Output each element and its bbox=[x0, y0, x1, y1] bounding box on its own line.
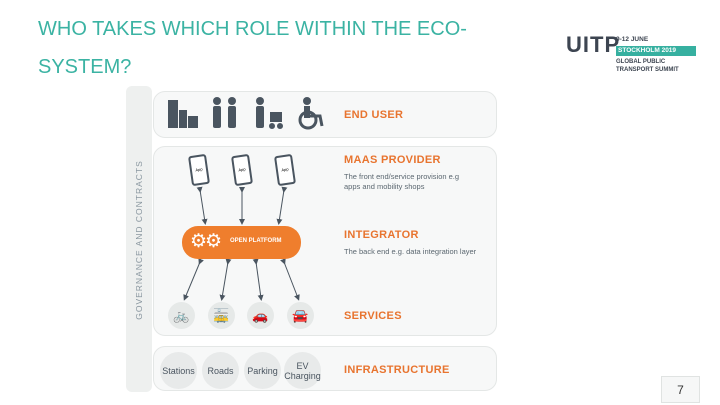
integrator-desc: The back end e.g. data integration layer bbox=[344, 247, 477, 256]
infra-stations: Stations bbox=[160, 352, 197, 389]
stroller-icon bbox=[252, 96, 286, 135]
cars-icon: 🚗 bbox=[247, 302, 274, 329]
buildings-icon bbox=[164, 98, 200, 135]
logo-mark: UITP bbox=[566, 32, 621, 57]
bicycle-icon: 🚲 bbox=[168, 302, 195, 329]
car-icon: 🚘 bbox=[287, 302, 314, 329]
end-user-row bbox=[153, 91, 497, 138]
maas-provider-label: MAAS PROVIDER bbox=[344, 154, 441, 166]
logo-date: 9-12 JUNE bbox=[616, 36, 649, 43]
infra-ev-charging: EV Charging bbox=[284, 352, 321, 389]
logo-line-1: GLOBAL PUBLIC bbox=[616, 59, 666, 65]
summit-logo: UITP 9-12 JUNE STOCKHOLM 2019 GLOBAL PUB… bbox=[558, 26, 700, 80]
open-platform-label: OPEN PLATFORM bbox=[230, 238, 282, 244]
tram-icon: 🚋 bbox=[208, 302, 235, 329]
governance-band bbox=[126, 86, 152, 392]
services-label: SERVICES bbox=[344, 310, 402, 322]
infrastructure-label: INFRASTRUCTURE bbox=[344, 364, 450, 376]
people-icon bbox=[208, 96, 242, 135]
open-platform: ⚙⚙ OPEN PLATFORM bbox=[182, 226, 301, 259]
slide-title: WHO TAKES WHICH ROLE WITHIN THE ECO-SYST… bbox=[38, 18, 467, 78]
integrator-label: INTEGRATOR bbox=[344, 229, 419, 241]
infra-roads: Roads bbox=[202, 352, 239, 389]
infra-parking: Parking bbox=[244, 352, 281, 389]
gears-icon: ⚙⚙ bbox=[190, 231, 222, 252]
wheelchair-icon bbox=[296, 96, 326, 135]
maas-provider-desc-2: apps and mobility shops bbox=[344, 182, 425, 191]
maas-provider-desc-1: The front end/service provision e.g bbox=[344, 172, 460, 181]
logo-city: STOCKHOLM 2019 bbox=[616, 46, 696, 56]
logo-line-2: TRANSPORT SUMMIT bbox=[616, 67, 679, 73]
page-number: 7 bbox=[661, 376, 700, 403]
end-user-label: END USER bbox=[344, 109, 404, 121]
